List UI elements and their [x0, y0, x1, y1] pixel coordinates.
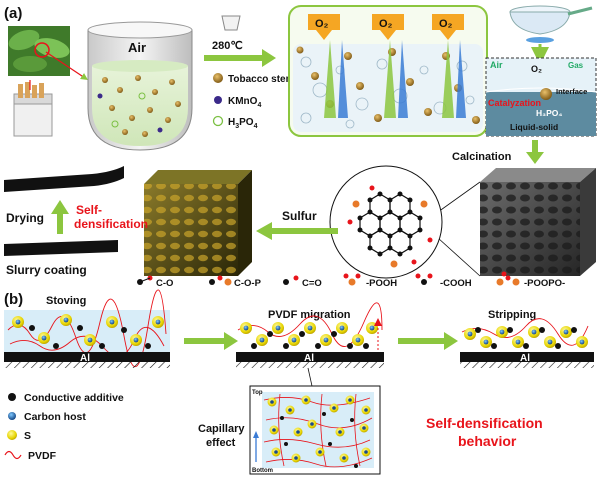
- beaker-air-label: Air: [128, 40, 146, 55]
- heat-arrow: [204, 49, 276, 67]
- group-cooh-icon: [415, 273, 433, 285]
- catalyzation-label: Catalyzation: [488, 98, 541, 108]
- porous-carbon-cube: [480, 168, 596, 276]
- legend-h3po4-swatch: [212, 115, 224, 127]
- group-c-o-icon: [137, 275, 153, 285]
- inset-bottom-label: Bottom: [252, 468, 273, 474]
- stage-stoving-label: Stoving: [46, 295, 86, 307]
- reaction-box: [288, 5, 488, 137]
- stripping-electrode: [461, 318, 589, 349]
- interface-o2-label: O₂: [531, 64, 542, 74]
- tobacco-plant-photo: [8, 26, 70, 76]
- group-c-o-label: C-O: [156, 278, 173, 289]
- stoving-electrode: [4, 289, 170, 368]
- crucible-icon: [221, 15, 241, 31]
- stripping-hatch: [460, 362, 594, 368]
- stage-arrow-2: [398, 332, 458, 350]
- cigarette-pack-icon: [13, 82, 53, 137]
- interface-gas-label: Gas: [568, 61, 584, 70]
- legend-kmno4-label: KMnO4: [228, 96, 261, 109]
- sulfur-label: Sulfur: [282, 209, 317, 223]
- liquid-solid-label: Liquid-solid: [510, 122, 558, 132]
- calcination-label: Calcination: [452, 151, 512, 163]
- stripping-al-label: Al: [520, 353, 530, 364]
- group-cooh-label: -COOH: [440, 278, 472, 289]
- drying-arrow: [51, 200, 69, 234]
- behavior-label-1: Self-densification: [426, 415, 543, 431]
- group-c-o-p-icon: [209, 275, 232, 286]
- drying-label: Drying: [6, 211, 44, 225]
- group-c-eq-o-label: C=O: [302, 278, 322, 289]
- heating-pot-icon: [509, 5, 593, 43]
- beaker-particles: [97, 75, 181, 137]
- group-pooh-icon: [343, 273, 361, 286]
- interface-air-label: Air: [490, 60, 503, 70]
- stoving-al-foil: [4, 352, 170, 362]
- inset-top-label: Top: [252, 390, 263, 396]
- legend-conductive-swatch: [8, 393, 16, 401]
- group-pooh-label: -POOH: [366, 278, 397, 289]
- capillary-up-arrowhead: [253, 431, 259, 438]
- capillary-label-2: effect: [206, 437, 236, 449]
- stoving-hatch: [4, 362, 170, 368]
- pvdf-up-arrowhead: [374, 318, 382, 326]
- o2-tag-3: O₂: [432, 14, 464, 40]
- zoom-line-bottom: [437, 237, 481, 277]
- panel-b-label: (b): [4, 291, 23, 308]
- stoving-al-label: Al: [80, 353, 90, 364]
- capillary-label-1: Capillary: [198, 423, 245, 435]
- legend-s-swatch: [7, 430, 17, 440]
- legend-h3po4-label: H3PO4: [228, 117, 258, 130]
- svg-text:O₂: O₂: [379, 18, 393, 30]
- interface-label: Interface: [556, 87, 587, 96]
- sulfur-arrow: [256, 222, 338, 240]
- stage-stripping-label: Stripping: [488, 309, 536, 321]
- o2-tag-2: O₂: [372, 14, 404, 40]
- svg-text:O₂: O₂: [439, 18, 453, 30]
- stage-pvdf-migration-label: PVDF migration: [268, 309, 351, 321]
- pvdf-al-foil: [236, 352, 384, 362]
- molecular-structure: [329, 165, 443, 279]
- svg-text:O₂: O₂: [315, 18, 329, 30]
- pvdf-al-label: Al: [304, 353, 314, 364]
- group-poopo-icon: [496, 271, 520, 286]
- calcination-arrow: [526, 140, 544, 164]
- interface-h3po4-label: H₃PO₄: [536, 108, 562, 118]
- plant-to-beaker-arrow: [45, 51, 88, 80]
- stage-arrow-1: [184, 332, 238, 350]
- inset-pointer: [307, 367, 313, 387]
- pvdf-migration-electrode: [237, 302, 383, 349]
- beaker: [87, 21, 193, 151]
- temperature-label: 280℃: [212, 40, 243, 52]
- dried-electrode-sheet: [4, 166, 124, 192]
- sulfur-cube: [144, 170, 252, 276]
- behavior-label-2: behavior: [458, 433, 517, 449]
- legend-carbon-host-swatch: [8, 412, 16, 420]
- legend-s-label: S: [24, 430, 31, 442]
- legend-carbon-host-label: Carbon host: [24, 411, 86, 423]
- stripping-al-foil: [460, 352, 594, 362]
- pvdf-hatch: [236, 362, 384, 368]
- self-densification-label-1: Self-: [76, 203, 102, 217]
- legend-tobacco-stem-swatch: [213, 73, 223, 83]
- legend-pvdf-label: PVDF: [28, 450, 57, 462]
- legend-conductive-label: Conductive additive: [24, 392, 124, 404]
- panel-a-label: (a): [4, 5, 22, 22]
- legend-tobacco-stem-label: Tobacco stem: [228, 74, 295, 85]
- group-c-eq-o-icon: [283, 275, 299, 285]
- zoom-line-top: [437, 181, 481, 213]
- self-densification-label-2: densification: [74, 217, 148, 231]
- legend-pvdf-swatch: [4, 450, 22, 460]
- o2-tag-1: O₂: [308, 14, 340, 40]
- group-poopo-label: -POOPO-: [524, 278, 565, 289]
- legend-kmno4-swatch: [214, 96, 222, 104]
- interface-box: [485, 57, 597, 137]
- slurry-coating-label: Slurry coating: [6, 263, 87, 277]
- capillary-inset: [249, 385, 381, 475]
- slurry-electrode-sheet: [4, 240, 118, 256]
- group-c-o-p-label: C-O-P: [234, 278, 262, 289]
